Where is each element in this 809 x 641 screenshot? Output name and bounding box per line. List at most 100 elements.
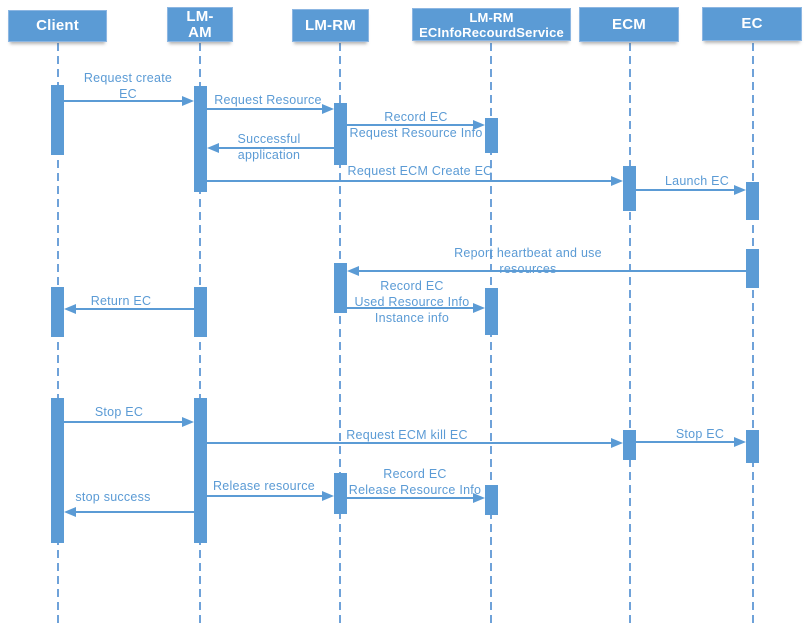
message-line-launch-ec xyxy=(636,189,736,191)
message-label-line: Return EC xyxy=(90,294,152,308)
activation-bar-lm-am xyxy=(193,86,207,192)
actor-label: ECM xyxy=(612,15,646,33)
actor-label: Client xyxy=(36,17,79,34)
message-line-request-ecm-create-ec xyxy=(206,180,613,182)
activation-bar-client xyxy=(51,287,64,337)
message-label-successful-application: Successful application xyxy=(238,131,301,163)
activation-bar-lm-rm xyxy=(333,473,347,514)
message-line-record-ec-request-resource-info xyxy=(346,124,475,126)
actor-box-lm-rm: LM-RM xyxy=(292,9,369,42)
message-label-line: Successful xyxy=(237,132,301,146)
activation-bar-lm-am xyxy=(193,398,207,543)
message-label-line: Stop EC xyxy=(675,427,725,441)
arrowhead-icon xyxy=(472,303,485,313)
activation-bar-ecm xyxy=(623,430,636,460)
message-label-line: application xyxy=(237,148,301,162)
message-line-request-resource xyxy=(206,108,324,110)
message-line-record-ec-used-resource-info xyxy=(346,307,475,309)
actor-box-lm-am: LM-AM xyxy=(167,7,233,42)
arrowhead-icon xyxy=(734,437,746,447)
message-label-release-resource: Release resource xyxy=(213,478,315,494)
message-label-line: Instance info xyxy=(374,311,450,325)
message-label-request-ecm-create-ec: Request ECM Create EC xyxy=(348,163,493,179)
activation-bar-lm-rm xyxy=(333,263,347,313)
message-label-record-ec-release-resource-info: Record EC Release Resource Info xyxy=(349,466,481,498)
message-line-request-ecm-kill-ec xyxy=(206,442,613,444)
message-label-line: Record EC xyxy=(380,279,444,293)
message-label-line: Request create xyxy=(83,71,173,85)
arrowhead-icon xyxy=(472,493,485,503)
message-label-report-heartbeat: Report heartbeat and use resources xyxy=(454,245,602,277)
message-line-successful-application xyxy=(216,147,334,149)
message-label-line: EC xyxy=(119,87,137,101)
arrowhead-icon xyxy=(346,266,359,276)
message-line-return-ec xyxy=(74,308,194,310)
message-line-stop-ec xyxy=(64,421,184,423)
arrowhead-icon xyxy=(321,491,334,501)
activation-bar-lm-rm-ecinforecourdservice xyxy=(484,118,498,153)
actor-label: LM-RM xyxy=(469,9,514,25)
message-label-stop-ec: Stop EC xyxy=(95,404,143,420)
actor-box-ecm: ECM xyxy=(579,7,679,42)
activation-bar-lm-rm-ecinforecourdservice xyxy=(484,288,498,335)
message-line-release-resource xyxy=(206,495,324,497)
actor-label: ECInfoRecourdService xyxy=(419,24,564,40)
message-label-line: Launch EC xyxy=(664,174,730,188)
arrowhead-icon xyxy=(611,438,623,448)
message-line-stop-ec-2 xyxy=(636,441,736,443)
lifeline-lm-rm xyxy=(339,43,341,625)
activation-bar-ecm xyxy=(623,166,636,211)
message-label-stop-ec-2: Stop EC xyxy=(676,426,724,442)
arrowhead-icon xyxy=(321,104,334,114)
message-label-request-resource: Request Resource xyxy=(214,92,322,108)
message-label-line: Report heartbeat and use xyxy=(454,246,602,260)
message-line-request-create-ec xyxy=(64,100,184,102)
activation-bar-client xyxy=(51,85,64,155)
message-label-line: Record EC xyxy=(384,110,448,124)
message-line-stop-success xyxy=(74,511,194,513)
message-label-line: Record EC xyxy=(383,467,447,481)
activation-bar-lm-rm-ecinforecourdservice xyxy=(484,485,498,515)
arrowhead-icon xyxy=(611,176,623,186)
message-label-line: Request ECM kill EC xyxy=(346,428,468,442)
message-label-launch-ec: Launch EC xyxy=(665,173,729,189)
message-label-request-ecm-kill-ec: Request ECM kill EC xyxy=(346,427,467,443)
arrowhead-icon xyxy=(206,143,219,153)
message-label-record-ec-request-resource-info: Record EC Request Resource Info xyxy=(349,109,482,141)
message-label-line: Stop EC xyxy=(94,405,144,419)
activation-bar-ec xyxy=(746,182,759,220)
arrowhead-icon xyxy=(64,507,76,517)
actor-label: AM xyxy=(188,23,212,41)
actor-label: LM- xyxy=(186,7,214,25)
message-label-line: Request Resource Info xyxy=(349,126,483,140)
message-label-line: Release Resource Info xyxy=(348,483,482,497)
arrowhead-icon xyxy=(734,185,746,195)
message-line-report-heartbeat xyxy=(356,270,746,272)
message-label-line: Request Resource xyxy=(214,93,322,107)
lifeline-ecm xyxy=(628,43,631,625)
actor-label: EC xyxy=(741,15,763,32)
arrowhead-icon xyxy=(64,304,76,314)
message-label-stop-success: stop success xyxy=(75,489,150,505)
message-label-line: Used Resource Info xyxy=(354,295,470,309)
actor-label: LM-RM xyxy=(305,16,356,34)
actor-box-client: Client xyxy=(8,10,107,42)
message-label-line: Request ECM Create EC xyxy=(347,164,493,178)
message-line-record-ec-release-resource-info xyxy=(346,497,475,499)
message-label-line: Release resource xyxy=(213,479,315,493)
arrowhead-icon xyxy=(472,120,485,130)
message-label-return-ec: Return EC xyxy=(91,293,152,309)
message-label-line: stop success xyxy=(75,490,151,504)
activation-bar-lm-rm xyxy=(333,103,347,165)
activation-bar-ec xyxy=(746,430,759,463)
arrowhead-icon xyxy=(181,417,194,427)
lifeline-ec xyxy=(751,43,754,625)
actor-box-ec: EC xyxy=(702,7,802,41)
activation-bar-client xyxy=(51,398,64,543)
arrowhead-icon xyxy=(181,96,194,106)
message-label-line: resources xyxy=(499,262,557,276)
